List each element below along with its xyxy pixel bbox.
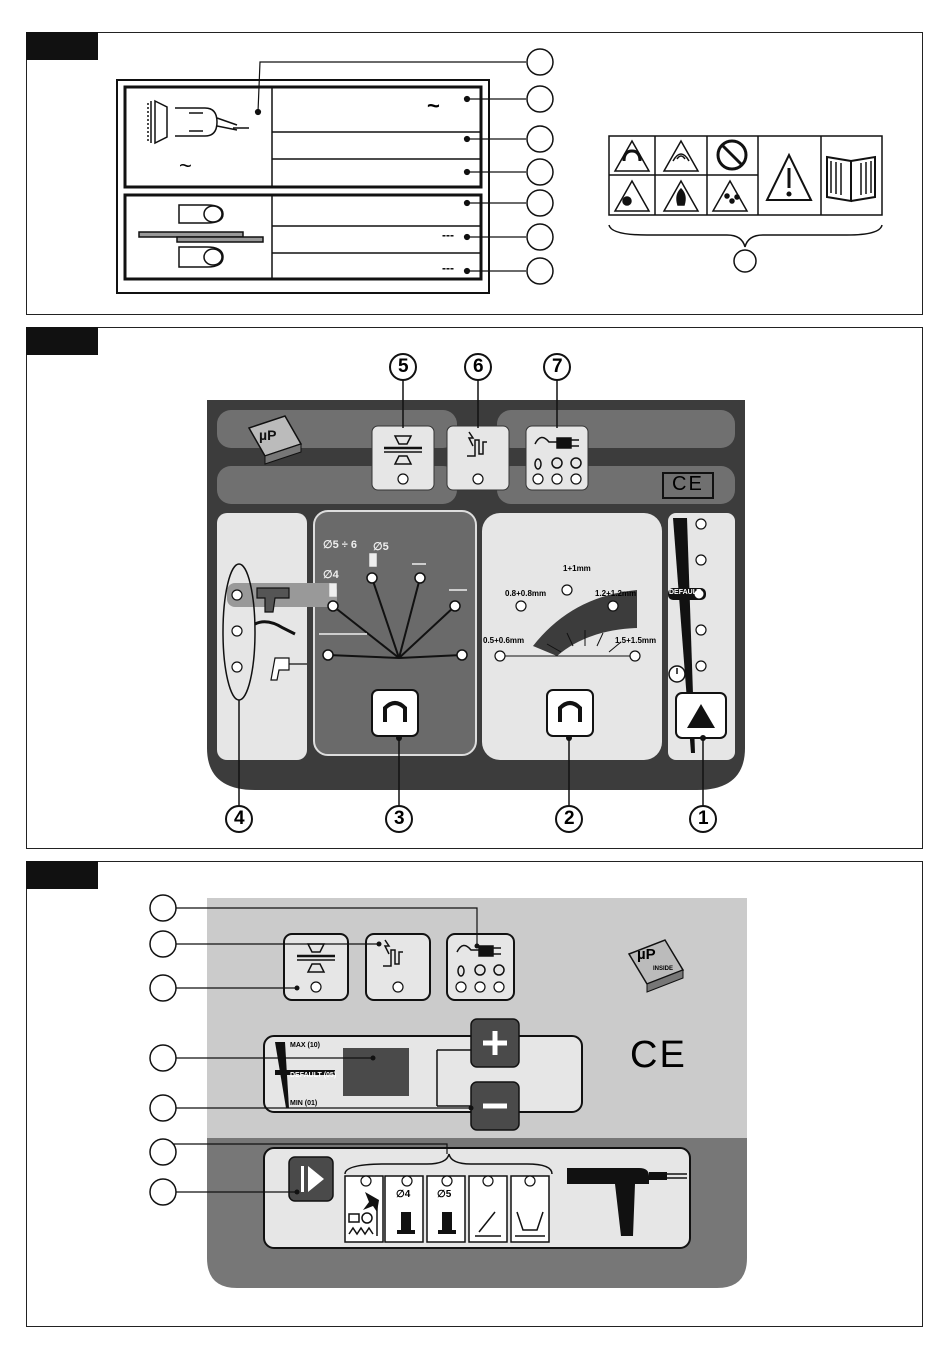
thickness-label-3: 1+1mm <box>563 564 591 573</box>
callout-circles <box>527 49 553 284</box>
figure-3-panel <box>27 862 922 1326</box>
ce-mark: CE <box>630 1034 687 1077</box>
callout-7: 7 <box>552 356 563 378</box>
callout-circles <box>150 895 176 1205</box>
thickness-label-1: 0.5+0.6mm <box>483 636 524 645</box>
scale-max-label: MAX (10) <box>290 1042 320 1049</box>
figure-1-drawing <box>27 33 922 314</box>
thickness-label-2: 0.8+0.8mm <box>505 589 546 598</box>
callout-6: 6 <box>473 356 484 378</box>
callout-1: 1 <box>698 808 709 830</box>
callout-2: 2 <box>564 808 575 830</box>
logo-up: µP <box>637 946 656 963</box>
ac-symbol-1: ~ <box>427 93 440 119</box>
callout-3: 3 <box>394 808 405 830</box>
scale-min-label: MIN (01) <box>290 1100 317 1107</box>
figure-1: ~ ~ --- --- <box>26 32 923 315</box>
diameter-label-2: ∅5 <box>373 540 389 553</box>
figure-2-panel: µP <box>27 328 922 848</box>
diameter-label-3: ∅4 <box>323 568 339 581</box>
svg-text:µP: µP <box>259 427 276 443</box>
figure-2: µP <box>26 327 923 849</box>
electrode-clamp-icon <box>139 205 263 267</box>
figure-3: MAX (10) DEFAULT (05) MIN (01) ∅4 ∅5 CE … <box>26 861 923 1327</box>
callout-5: 5 <box>398 356 409 378</box>
callout-4: 4 <box>234 808 245 830</box>
thickness-label-5: 1.5+1.5mm <box>615 636 656 645</box>
diameter-4-label: ∅4 <box>396 1189 410 1200</box>
diameter-label-1: ∅5 ÷ 6 <box>323 538 357 551</box>
default-badge: DEFAULT <box>669 589 701 596</box>
ce-mark: CE <box>672 473 704 496</box>
logo-inside: INSIDE <box>653 966 673 972</box>
dc-symbol-1: --- <box>442 228 454 242</box>
thickness-label-4: 1.2+1.2mm <box>595 589 636 598</box>
warning-labels <box>609 136 882 247</box>
mains-plug-icon <box>148 101 249 143</box>
ac-symbol-2: ~ <box>179 153 192 179</box>
diameter-5-label: ∅5 <box>437 1189 451 1200</box>
dc-symbol-2: --- <box>442 261 454 275</box>
scale-default-label: DEFAULT (05) <box>290 1072 336 1079</box>
